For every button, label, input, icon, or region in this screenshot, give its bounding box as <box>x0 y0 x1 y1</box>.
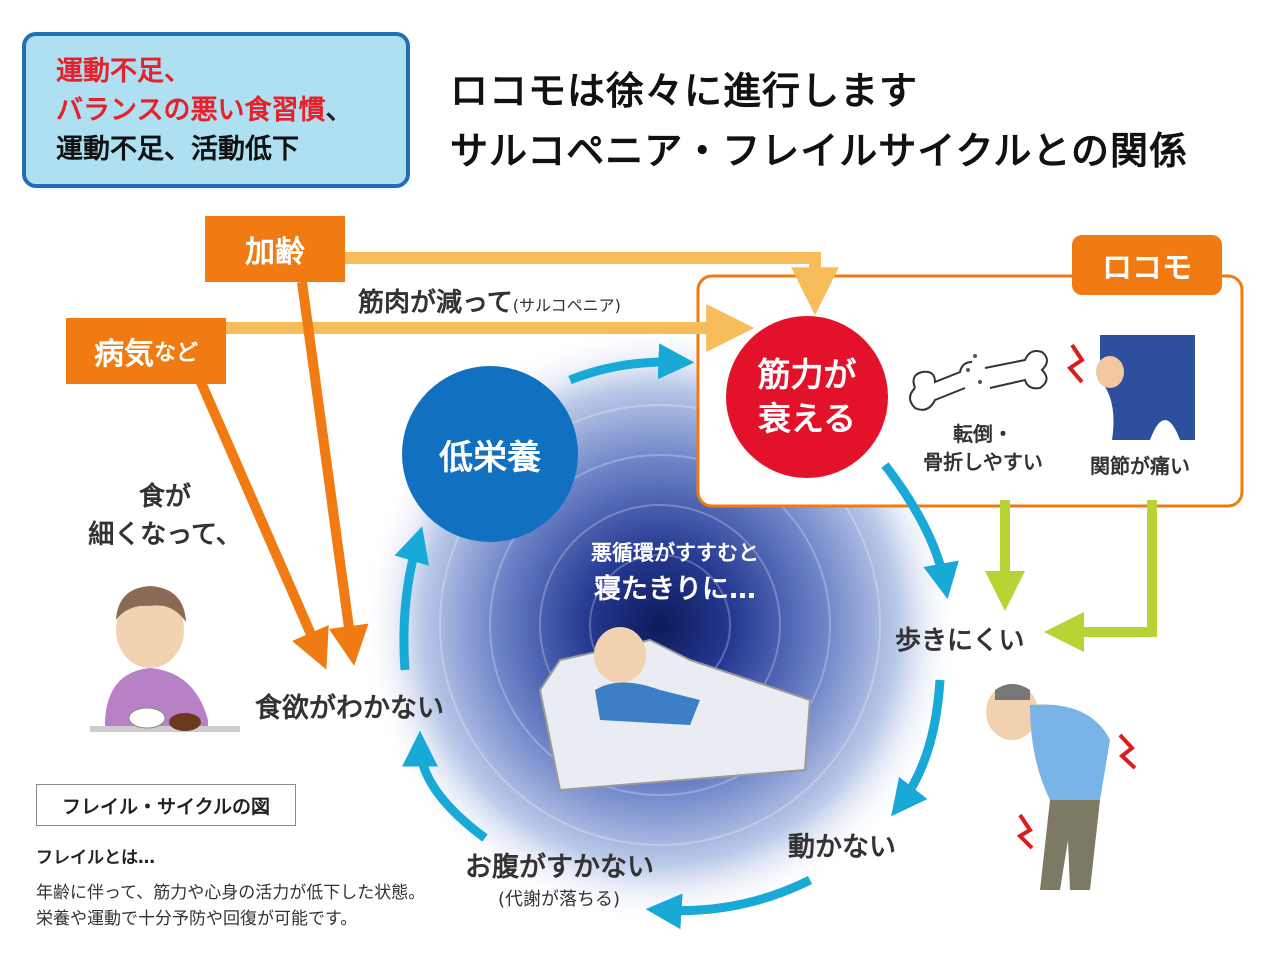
cause-line-2-red: バランスの悪い食習慣 <box>56 95 326 126</box>
arrow-walk-to-move <box>891 679 945 817</box>
muscle-weak-line-2: 衰える <box>757 399 856 438</box>
vicious-cycle-label: 悪循環がすすむと 寝たきりに… <box>570 537 780 606</box>
muscle-weak-line-1: 筋力が <box>757 355 857 394</box>
undernutrition-node: 低栄養 <box>402 366 578 542</box>
elderly-woman-illustration <box>90 586 240 732</box>
muscle-decrease-text: 筋肉が減って <box>358 288 513 318</box>
fall-label: 転倒・ 骨折しやすい <box>908 420 1058 476</box>
cause-line-2: バランスの悪い食習慣、 <box>56 91 406 130</box>
hard-to-walk-label: 歩きにくい <box>895 626 1025 656</box>
arrow-hungry-to-appetite <box>402 730 488 842</box>
arrow-aging-to-muscle <box>345 252 839 316</box>
definition-line-1: 年齢に伴って、筋力や心身の活力が低下した状態。 <box>36 883 426 903</box>
cause-box: 運動不足、 バランスの悪い食習慣、 運動不足、活動低下 <box>22 32 410 188</box>
bone-illustration <box>909 350 1048 411</box>
cause-line-2-comma: 、 <box>325 95 353 126</box>
arrow-joint-to-walk <box>1044 500 1157 652</box>
eating-less-label: 食が 細くなって、 <box>80 478 250 554</box>
not-hungry-label: お腹がすかない <box>465 852 654 883</box>
eating-less-line-1: 食が <box>138 482 191 512</box>
illness-label: 病気など <box>66 318 226 384</box>
eating-less-line-2: 細くなって、 <box>88 520 242 550</box>
vicious-line-1: 悪循環がすすむと <box>591 541 759 565</box>
vicious-line-2: 寝たきりに… <box>594 574 756 605</box>
legend-title-box: フレイル・サイクルの図 <box>36 784 296 826</box>
aging-label: 加齢 <box>205 216 345 282</box>
definition-line-2: 栄養や運動で十分予防や回復が可能です。 <box>36 909 358 929</box>
bent-man-illustration <box>986 684 1137 890</box>
cause-line-1: 運動不足、 <box>56 56 191 87</box>
arrow-illness-to-appetite <box>195 378 329 670</box>
arrow-muscle-to-walk <box>881 462 959 600</box>
cause-line-3: 運動不足、活動低下 <box>56 134 299 165</box>
sarcopenia-text: (サルコペニア) <box>512 296 621 315</box>
arrow-aging-to-appetite <box>297 281 369 666</box>
arrow-appetite-to-nutrition <box>394 526 430 671</box>
joint-pain-label: 関節が痛い <box>1090 454 1190 478</box>
knee-illustration <box>1067 335 1195 440</box>
illness-label-suffix: など <box>153 341 198 366</box>
no-appetite-label: 食欲がわかない <box>255 693 444 724</box>
page-title-line-2: サルコペニア・フレイルサイクルとの関係 <box>450 129 1188 173</box>
arrow-move-to-hungry <box>645 875 813 930</box>
fall-line-2: 骨折しやすい <box>923 450 1043 474</box>
locomo-label: ロコモ <box>1072 235 1222 295</box>
muscle-decrease-label: 筋肉が減って(サルコペニア) <box>358 282 621 319</box>
fall-line-1: 転倒・ <box>953 422 1013 446</box>
definition-heading: フレイルとは… <box>36 848 155 868</box>
illness-label-main: 病気 <box>93 337 154 372</box>
metabolism-label: (代謝が落ちる) <box>498 889 621 910</box>
muscle-weak-node: 筋力が 衰える <box>726 316 888 478</box>
page-title-line-1: ロコモは徐々に進行します <box>450 69 919 113</box>
undernutrition-text: 低栄養 <box>439 437 541 478</box>
legend-title: フレイル・サイクルの図 <box>61 795 271 818</box>
arrow-nutrition-to-muscle <box>568 343 695 385</box>
not-moving-label: 動かない <box>788 832 896 863</box>
bedridden-man-illustration <box>538 627 812 792</box>
